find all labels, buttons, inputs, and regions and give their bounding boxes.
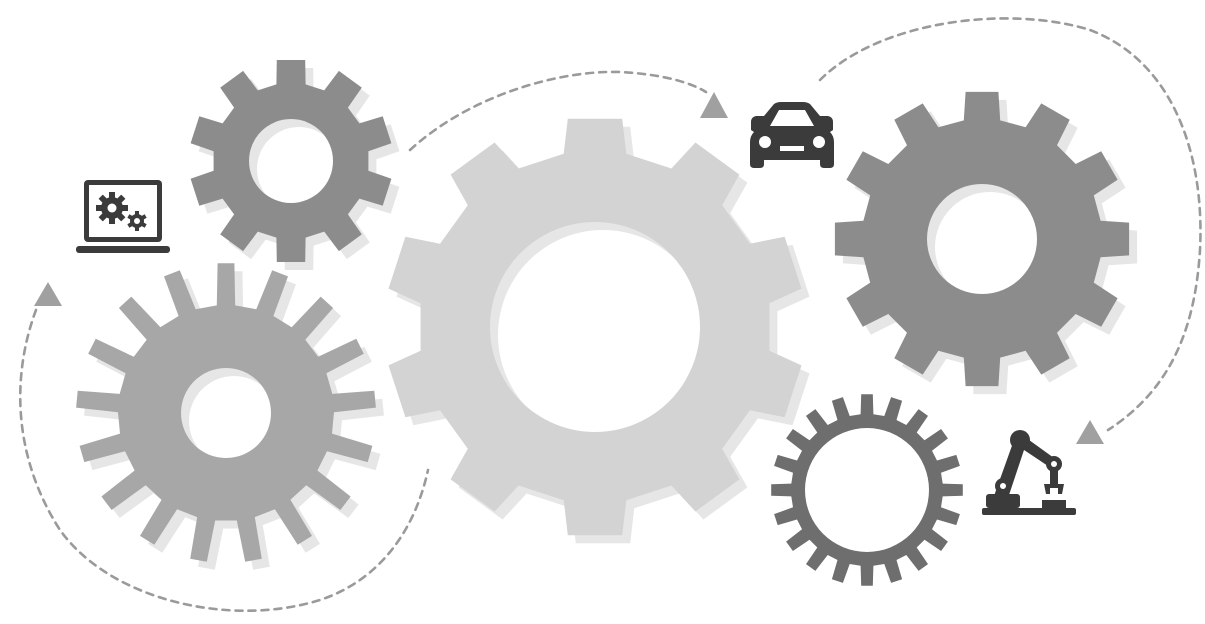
laptop-gears-icon	[76, 180, 170, 253]
arrow-right-bottom	[1076, 420, 1104, 444]
flow-path-top-center	[410, 72, 706, 150]
left-sprocket-gear	[76, 263, 376, 562]
bottom-ring-gear	[771, 394, 963, 586]
right-large-gear	[835, 92, 1129, 386]
gears	[76, 60, 1137, 586]
robot-arm-icon	[982, 430, 1076, 515]
arrow-top-center	[700, 92, 728, 118]
arrow-left	[34, 282, 62, 306]
car-icon	[750, 102, 834, 168]
